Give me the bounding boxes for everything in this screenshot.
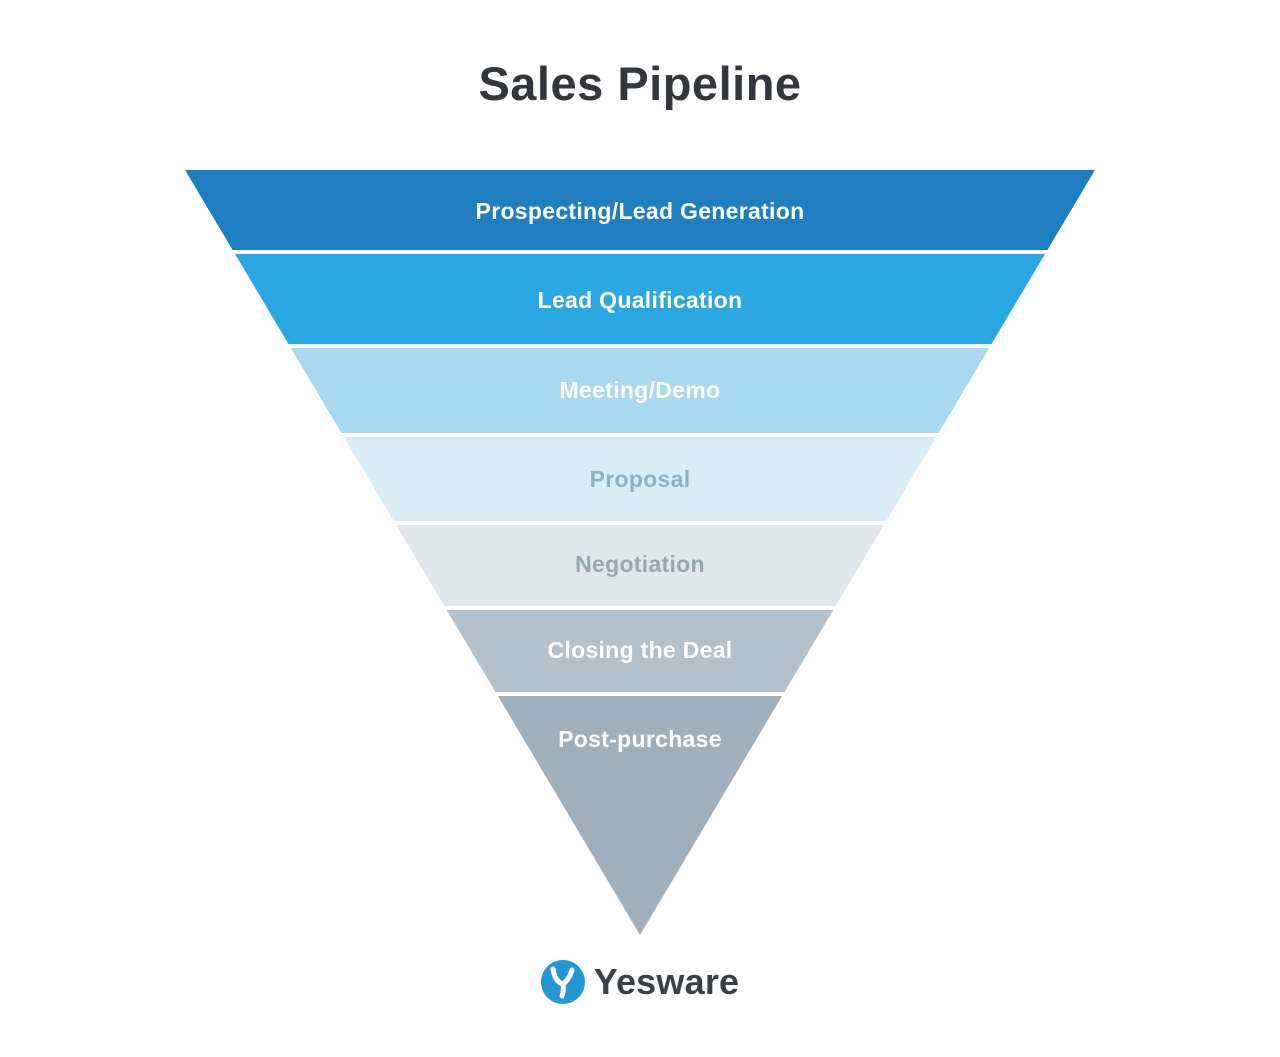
funnel-segment-closing-the-deal	[446, 610, 834, 692]
funnel-segment-proposal	[343, 437, 937, 521]
funnel-segment-lead-qualification	[235, 254, 1045, 344]
funnel-segment-lead-qualification-label: Lead Qualification	[538, 287, 743, 313]
funnel-segment-meeting-demo-label: Meeting/Demo	[560, 377, 721, 403]
funnel-segment-post-purchase-label: Post-purchase	[558, 726, 722, 752]
funnel-segment-proposal-label: Proposal	[590, 466, 691, 492]
brand-footer: Yesware	[0, 960, 1280, 1004]
funnel-segment-prospecting	[185, 170, 1095, 250]
yesware-logo-icon	[540, 960, 585, 1004]
funnel-segment-prospecting-label: Prospecting/Lead Generation	[476, 198, 805, 224]
funnel-segment-closing-the-deal-label: Closing the Deal	[548, 637, 733, 663]
funnel-segment-post-purchase	[497, 696, 783, 935]
funnel-segment-negotiation-label: Negotiation	[575, 551, 705, 577]
funnel-segment-meeting-demo	[290, 348, 990, 433]
page-title: Sales Pipeline	[478, 57, 802, 110]
funnel-segment-negotiation	[396, 525, 884, 606]
yesware-logo-text: Yesware	[593, 961, 740, 1002]
